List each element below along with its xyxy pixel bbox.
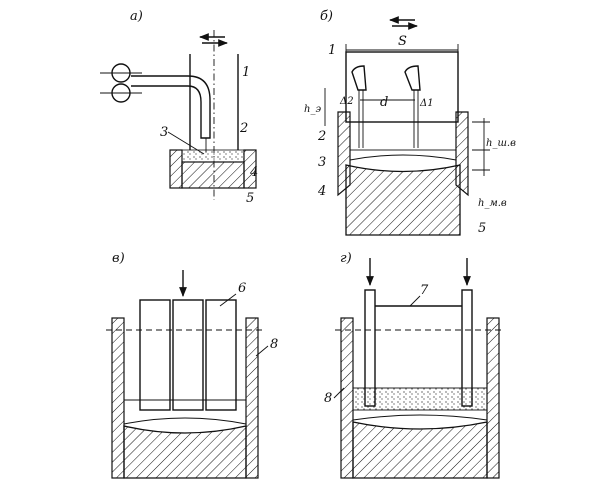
dim-hmv-label: h_м.в [478, 198, 507, 209]
num-b-4: 4 [317, 184, 326, 199]
mould-wall-left [169, 149, 183, 189]
dim-d-label: d [380, 95, 388, 110]
guide-1 [351, 65, 367, 91]
mould-wall-right-d [486, 317, 500, 479]
leader-a-3 [167, 131, 205, 155]
num-a-3: 3 [160, 125, 168, 140]
num-a-4: 4 [249, 165, 258, 180]
num-b-3: 3 [318, 155, 326, 170]
panel-b: б) S d Δ1 Δ2 h_э h_ш. [304, 9, 516, 236]
slag-bath-d [352, 387, 488, 411]
num-a-1: 1 [242, 65, 250, 80]
electrode-plate-1 [139, 299, 171, 411]
mould-wall-right-c [245, 317, 259, 479]
mould-wall-left-d [340, 317, 354, 479]
num-d-7: 7 [420, 283, 429, 298]
num-a-2: 2 [239, 121, 248, 136]
num-a-5: 5 [246, 191, 254, 206]
ingot-b [345, 164, 461, 236]
dim-delta2-label: Δ2 [339, 96, 354, 107]
panel-b-label: б) [320, 9, 333, 24]
dim-S-label: S [398, 34, 407, 49]
metal-surface-d [352, 414, 488, 421]
slag-bath [181, 149, 245, 163]
metal-surface [349, 154, 457, 161]
dim-hsv-label: h_ш.в [486, 138, 516, 149]
leader-c-6 [219, 293, 237, 307]
ingot-d [352, 421, 488, 479]
wire-guide [131, 75, 211, 139]
num-b-1: 1 [328, 43, 336, 58]
electrode-plate-3 [205, 299, 237, 411]
ingot-c [123, 425, 247, 479]
num-c-8: 8 [270, 337, 278, 352]
num-d-8: 8 [324, 391, 332, 406]
dim-he-label: h_э [304, 104, 321, 115]
panel-a: а) 1 2 3 4 5 [100, 9, 258, 206]
num-c-6: 6 [238, 281, 246, 296]
panel-d-label: г) [340, 251, 352, 266]
leader-c-8 [255, 345, 269, 357]
panel-a-label: а) [130, 9, 143, 24]
panel-c: в) 6 8 [106, 251, 278, 479]
num-b-2: 2 [317, 129, 326, 144]
panel-c-label: в) [112, 251, 125, 266]
slag-bath-b [349, 121, 457, 151]
leader-d-8 [333, 387, 345, 399]
dim-delta1-label: Δ1 [419, 98, 434, 109]
electrode-plate-2 [172, 299, 204, 411]
guide-2 [404, 65, 421, 91]
ingot [181, 161, 245, 189]
num-b-5: 5 [478, 221, 486, 236]
leader-d-7 [409, 295, 421, 307]
panel-d: г) 7 8 [324, 251, 505, 479]
metal-surface-c [123, 417, 247, 425]
mould-wall-left-c [111, 317, 125, 479]
